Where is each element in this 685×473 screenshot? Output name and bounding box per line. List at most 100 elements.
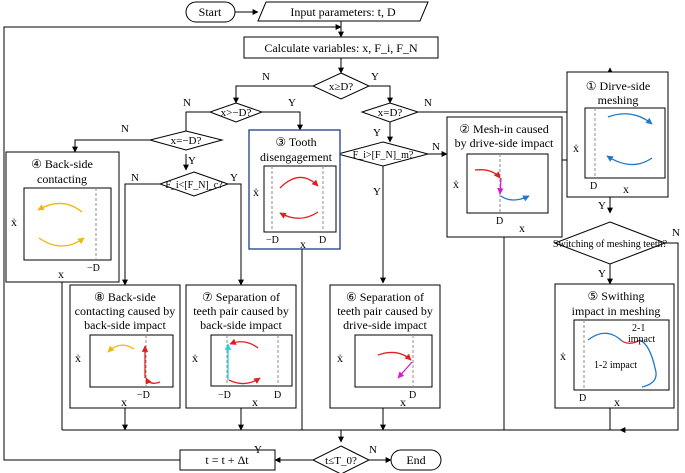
svg-text:Y: Y (373, 186, 381, 198)
decision-x-eq-d: x=D? (360, 102, 420, 123)
svg-text:impact: impact (628, 334, 655, 345)
svg-text:⑥ Separation of: ⑥ Separation of (346, 290, 424, 304)
svg-text:N: N (432, 141, 440, 153)
svg-text:Y: Y (188, 155, 196, 167)
decision-x-eq-negd: x=−D? (148, 130, 224, 151)
decision-x-ge-d: x≥D? (311, 72, 371, 100)
svg-text:back-side impact: back-side impact (200, 318, 282, 332)
svg-text:Y: Y (288, 97, 296, 109)
svg-text:⑤ Swithing: ⑤ Swithing (587, 289, 644, 303)
decision-x-gt-negd: x>−D? (208, 102, 264, 123)
svg-text:2-1: 2-1 (632, 323, 645, 334)
svg-text:F_i>[F_N]_m?: F_i>[F_N]_m? (353, 150, 414, 161)
svg-text:D: D (579, 393, 586, 404)
svg-text:x>−D?: x>−D? (221, 107, 252, 119)
svg-text:ẋ: ẋ (75, 351, 81, 365)
box-8-back-side-impact: ⑧ Back-side contacting caused by back-si… (69, 284, 181, 409)
svg-text:N: N (262, 71, 270, 83)
svg-text:x: x (121, 395, 127, 409)
svg-text:t = t + Δt: t = t + Δt (205, 453, 249, 467)
svg-text:D: D (409, 390, 416, 401)
svg-text:Y: Y (598, 200, 606, 212)
svg-text:⑧ Back-side: ⑧ Back-side (94, 290, 156, 304)
svg-text:x: x (400, 395, 406, 409)
decision-fi-lt-fnc: F_i<[F_N]_c? (158, 171, 230, 197)
svg-text:ẋ: ẋ (560, 349, 566, 363)
svg-text:drive-side impact: drive-side impact (343, 318, 427, 332)
branch-labels: N Y N Y N Y N Y N Y N Y Y N Y Y N (121, 71, 680, 456)
svg-text:ẋ: ẋ (337, 351, 343, 365)
svg-text:Y: Y (254, 444, 262, 456)
decision-switching: Switching of meshing teeth? (553, 221, 668, 265)
svg-text:t≤T_0?: t≤T_0? (325, 455, 357, 467)
svg-text:Start: Start (199, 5, 222, 19)
svg-text:impact in meshing: impact in meshing (572, 304, 661, 318)
svg-text:x≥D?: x≥D? (329, 81, 353, 93)
svg-text:Input parameters: t, D: Input parameters: t, D (290, 5, 396, 19)
svg-text:N: N (672, 227, 680, 239)
svg-text:N: N (121, 123, 129, 135)
svg-text:x: x (623, 182, 629, 196)
svg-text:x=−D?: x=−D? (171, 135, 202, 147)
svg-text:1-2 impact: 1-2 impact (594, 360, 637, 371)
box-6-separation-drive-impact: ⑥ Separation of teeth pair caused by dri… (329, 284, 441, 409)
svg-text:contacting caused by: contacting caused by (75, 304, 176, 318)
box-2-mesh-in-drive-impact: ② Mesh-in caused by drive-side impact ẋ … (446, 116, 563, 238)
box-1-drive-side-meshing: ① Dirve-side meshing ẋ D x (566, 71, 669, 198)
svg-text:D: D (496, 216, 503, 227)
decision-t-le-t0: t≤T_0? (311, 445, 371, 473)
svg-text:Y: Y (373, 127, 381, 139)
svg-text:N: N (131, 172, 139, 184)
svg-text:teeth pair caused by: teeth pair caused by (337, 304, 433, 318)
box-5-switching-impact: ⑤ Swithing impact in meshing 2-1 impact … (554, 283, 675, 409)
svg-text:ẋ: ẋ (573, 141, 579, 155)
start-terminal: Start (185, 1, 236, 23)
calculate-box: Calculate variables: x, F_i, F_N (243, 36, 439, 59)
svg-text:back-side impact: back-side impact (84, 318, 166, 332)
svg-text:N: N (369, 444, 377, 456)
svg-text:−D: −D (266, 235, 279, 246)
svg-text:F_i<[F_N]_c?: F_i<[F_N]_c? (165, 180, 223, 191)
svg-text:x: x (519, 221, 525, 235)
svg-text:Calculate variables: x, F_i, F: Calculate variables: x, F_i, F_N (264, 41, 418, 55)
svg-text:② Mesh-in caused: ② Mesh-in caused (459, 122, 548, 136)
svg-text:ẋ: ẋ (192, 351, 198, 365)
svg-text:③ Tooth: ③ Tooth (275, 135, 316, 149)
svg-text:teeth pair caused by: teeth pair caused by (193, 304, 289, 318)
box-3-tooth-disengagement: ③ Tooth disengagement ẋ −D D x (248, 129, 341, 251)
svg-text:x: x (300, 237, 306, 251)
svg-text:D: D (319, 235, 326, 246)
svg-text:−D: −D (218, 390, 231, 401)
svg-text:ẋ: ẋ (253, 185, 259, 199)
decision-fi-gt-fnm: F_i>[F_N]_m? (336, 141, 430, 167)
input-parallelogram: Input parameters: t, D (257, 1, 429, 22)
svg-text:x=D?: x=D? (378, 107, 403, 119)
svg-text:④ Back-side: ④ Back-side (31, 157, 93, 171)
svg-text:Y: Y (371, 71, 379, 83)
svg-text:End: End (406, 453, 425, 467)
svg-text:Y: Y (230, 172, 238, 184)
svg-text:① Dirve-side: ① Dirve-side (586, 79, 650, 93)
svg-text:x: x (614, 395, 620, 409)
svg-text:ẋ: ẋ (453, 177, 459, 191)
svg-text:N: N (183, 97, 191, 109)
svg-text:contacting: contacting (37, 172, 87, 186)
svg-text:x: x (252, 395, 258, 409)
svg-text:−D: −D (137, 390, 150, 401)
svg-text:D: D (590, 181, 597, 192)
svg-text:disengagement: disengagement (260, 150, 333, 164)
update-box: t = t + Δt (179, 449, 276, 471)
svg-text:N: N (424, 97, 432, 109)
svg-text:Switching of meshing teeth?: Switching of meshing teeth? (553, 239, 668, 250)
svg-text:meshing: meshing (598, 93, 639, 107)
box-7-separation-back-impact: ⑦ Separation of teeth pair caused by bac… (185, 284, 297, 409)
connectors (3, 9, 679, 463)
svg-text:Y: Y (598, 268, 606, 280)
svg-text:D: D (274, 390, 281, 401)
box-4-back-side-contacting: ④ Back-side contacting ẋ −D x (5, 151, 120, 283)
svg-text:ẋ: ẋ (11, 215, 17, 229)
svg-text:x: x (58, 267, 64, 281)
end-terminal: End (390, 449, 442, 471)
